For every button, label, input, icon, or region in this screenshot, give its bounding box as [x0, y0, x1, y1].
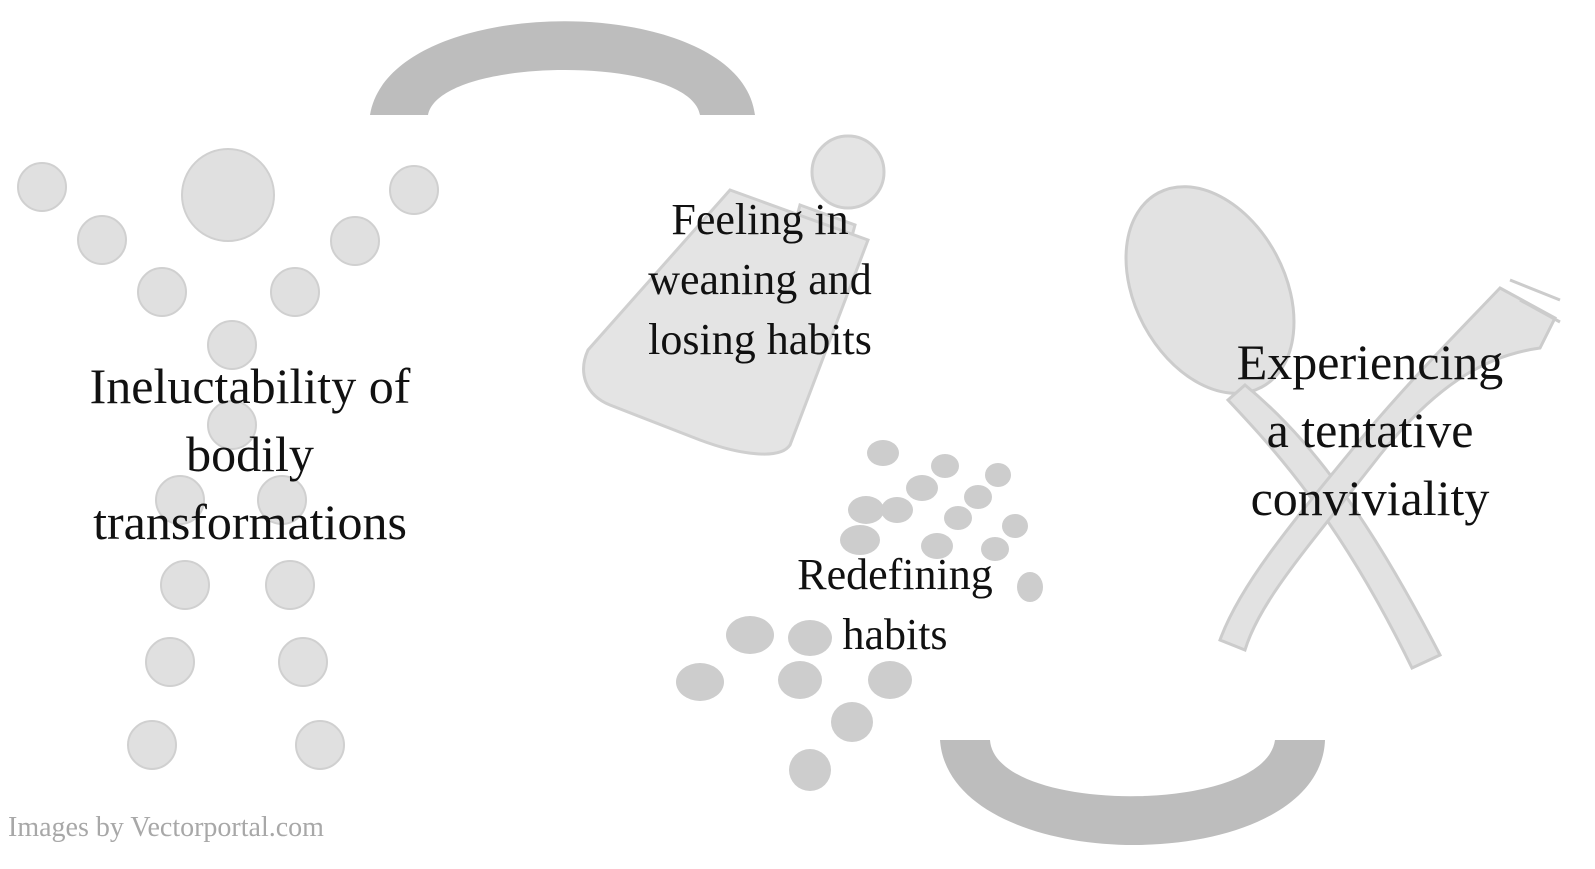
spoon-fork-icon: [1124, 185, 1561, 670]
theme-feeling-line-3: losing habits: [648, 315, 872, 364]
theme-tentative-conviviality: Experiencing a tentative conviviality: [1175, 328, 1565, 532]
theme-bodily-line-3: transformations: [93, 494, 407, 550]
theme-conviviality-line-1: Experiencing: [1236, 334, 1504, 390]
theme-feeling-line-2: weaning and: [648, 255, 872, 304]
theme-feeling-line-1: Feeling in: [671, 195, 849, 244]
image-credit: Images by Vectorportal.com: [8, 812, 324, 843]
baby-bottle-icon: [582, 134, 886, 456]
theme-bodily-line-1: Ineluctability of: [89, 358, 411, 414]
theme-feeling-weaning: Feeling in weaning and losing habits: [600, 190, 920, 370]
cells-icon: [17, 148, 439, 770]
theme-redefining-line-1: Redefining: [797, 550, 993, 599]
dotted-arrow-icon: [676, 440, 1043, 791]
theme-conviviality-line-2: a tentative: [1266, 402, 1474, 458]
theme-redefining-line-2: habits: [842, 610, 948, 659]
theme-bodily-line-2: bodily: [186, 426, 314, 482]
theme-conviviality-line-3: conviviality: [1250, 470, 1490, 526]
bottom-cup-connector: [940, 740, 1325, 845]
top-arch-connector: [370, 21, 755, 115]
theme-bodily-transformations: Ineluctability of bodily transformations: [30, 352, 470, 556]
theme-redefining-habits: Redefining habits: [750, 545, 1040, 665]
